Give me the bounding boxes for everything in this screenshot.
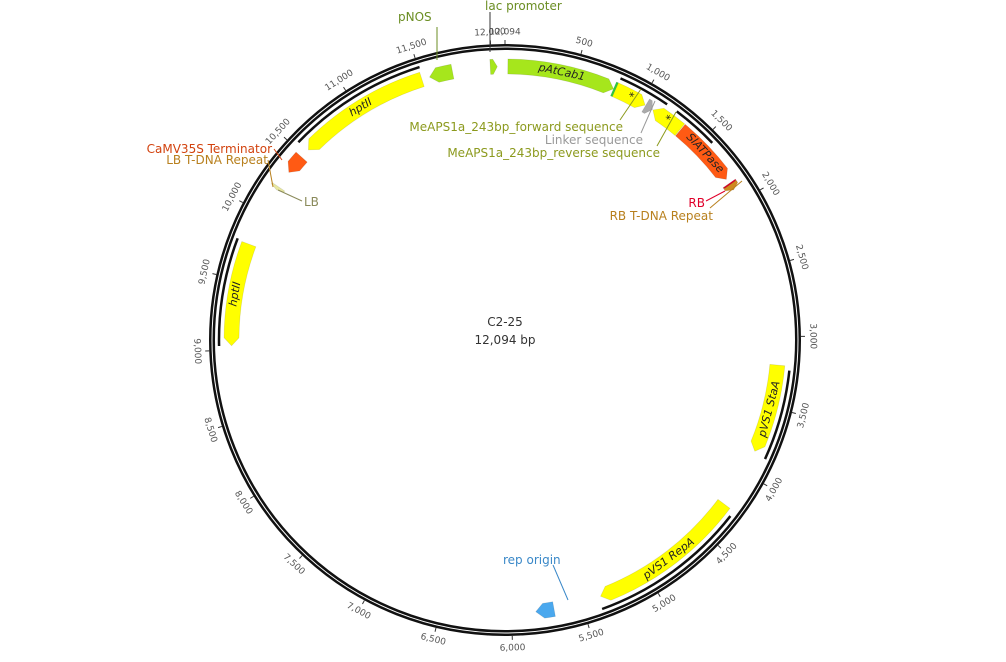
feature-label-pvs1-staa: pVS1 StaA	[755, 379, 782, 439]
callout-line-lb	[277, 189, 303, 202]
feature-junction[interactable]	[610, 81, 619, 97]
callout-line-lb-repeat	[267, 159, 274, 188]
strand-arc	[619, 77, 668, 106]
tick-mark	[217, 425, 223, 429]
callout-rep-origin[interactable]: rep origin	[503, 553, 561, 567]
tick-label: 5,500	[578, 628, 606, 645]
tick-mark	[759, 187, 764, 191]
tick-mark	[434, 627, 437, 632]
feature-pvs1-repa[interactable]	[600, 499, 731, 601]
callouts: pNOS lac promoter MeAPS1a_243bp_forward …	[147, 0, 743, 601]
feature-label-hptii: hptII	[226, 281, 243, 308]
plasmid-length: 12,094 bp	[474, 333, 535, 347]
feature-camv35s-terminator[interactable]	[287, 151, 308, 173]
strand-arc	[297, 65, 420, 144]
tick-mark	[580, 49, 583, 55]
strand-arc	[676, 110, 714, 144]
callout-rb-repeat[interactable]: RB T-DNA Repeat	[610, 209, 714, 223]
tick-label: 9,000	[191, 338, 202, 364]
callout-pnos[interactable]: pNOS	[398, 10, 432, 24]
feature-meaps1a-243bp-forward-sequence[interactable]	[612, 82, 646, 109]
tick-label: 6,500	[419, 632, 447, 648]
tick-label: 7,000	[345, 601, 373, 622]
feature-hptii[interactable]	[223, 241, 257, 347]
feature-label-meaps1a-243bp-forward-sequence: *	[625, 90, 636, 104]
tick-label: 3,500	[796, 402, 812, 430]
callout-linker-sequence[interactable]: Linker sequence	[545, 133, 643, 147]
tick-mark	[651, 79, 655, 84]
strand-gap	[211, 46, 799, 634]
callout-line-rev	[656, 111, 677, 147]
tick-label: 9,500	[197, 258, 213, 286]
callout-forward-sequence[interactable]: MeAPS1a_243bp_forward sequence	[409, 120, 623, 134]
strand-arc	[763, 370, 791, 460]
tick-label: 12,094	[489, 28, 521, 38]
feature-lac-promoter[interactable]	[489, 58, 498, 75]
feature-patcab1[interactable]	[507, 58, 614, 94]
backbone	[209, 44, 801, 636]
feature-slatpase[interactable]	[675, 124, 728, 180]
feature-pvs1-staa[interactable]	[750, 364, 786, 452]
tick-mark	[791, 412, 796, 414]
callout-line-linker	[640, 100, 656, 134]
callout-line-fwd	[619, 88, 642, 121]
tick-mark	[587, 623, 590, 629]
feature-pnos[interactable]	[429, 63, 455, 83]
callout-line-camv	[273, 148, 283, 161]
tick-mark	[413, 54, 416, 59]
callout-reverse-sequence[interactable]: MeAPS1a_243bp_reverse sequence	[447, 146, 660, 160]
strand-arc	[217, 237, 239, 347]
callout-rb[interactable]: RB	[688, 196, 705, 210]
callout-line-rb-repeat	[709, 180, 743, 209]
tick-mark	[362, 600, 365, 605]
tick-label: 4,000	[764, 476, 785, 504]
tick-label: 2,500	[793, 244, 810, 272]
tick-label: 500	[574, 36, 593, 50]
feature-rep-origin[interactable]	[535, 601, 556, 619]
feature-hptii[interactable]	[308, 71, 425, 151]
tick-mark	[712, 126, 717, 130]
tick-mark	[763, 483, 768, 487]
tick-label: 8,000	[232, 489, 254, 516]
tick-mark	[789, 258, 795, 261]
feature-linker-sequence[interactable]	[641, 98, 653, 114]
tick-mark	[283, 136, 288, 141]
tick-label: 8,500	[201, 416, 218, 444]
callout-line-rep	[552, 564, 569, 601]
tick-mark	[657, 593, 661, 597]
callout-lac[interactable]: lac promoter	[485, 0, 562, 13]
tick-label: 11,500	[395, 37, 428, 56]
tick-label: 2,000	[759, 170, 781, 198]
feature-rb-t-dna-repeat[interactable]	[723, 179, 739, 192]
callout-line-rb	[705, 190, 726, 202]
tick-label: 1,000	[644, 62, 672, 84]
tick-mark	[717, 545, 722, 549]
feature-meaps1a-243bp-reverse-sequence[interactable]	[652, 107, 685, 136]
tick-mark	[239, 200, 244, 203]
tick-mark	[299, 555, 303, 559]
tick-mark	[212, 273, 217, 275]
callout-camv35s-terminator[interactable]: CaMV35S Terminator	[147, 142, 272, 156]
plasmid-name: C2-25	[487, 315, 523, 329]
feature-lb[interactable]	[271, 182, 286, 193]
callout-lb[interactable]: LB	[304, 195, 319, 209]
tick-label: 5,000	[651, 593, 678, 615]
callout-lb-repeat[interactable]: LB T-DNA Repeat	[166, 153, 268, 167]
tick-mark	[249, 495, 254, 499]
strand-arc	[601, 515, 732, 611]
tick-label: 3,000	[807, 323, 817, 349]
tick-label: 6,000	[500, 643, 526, 654]
tick-mark	[343, 86, 347, 91]
